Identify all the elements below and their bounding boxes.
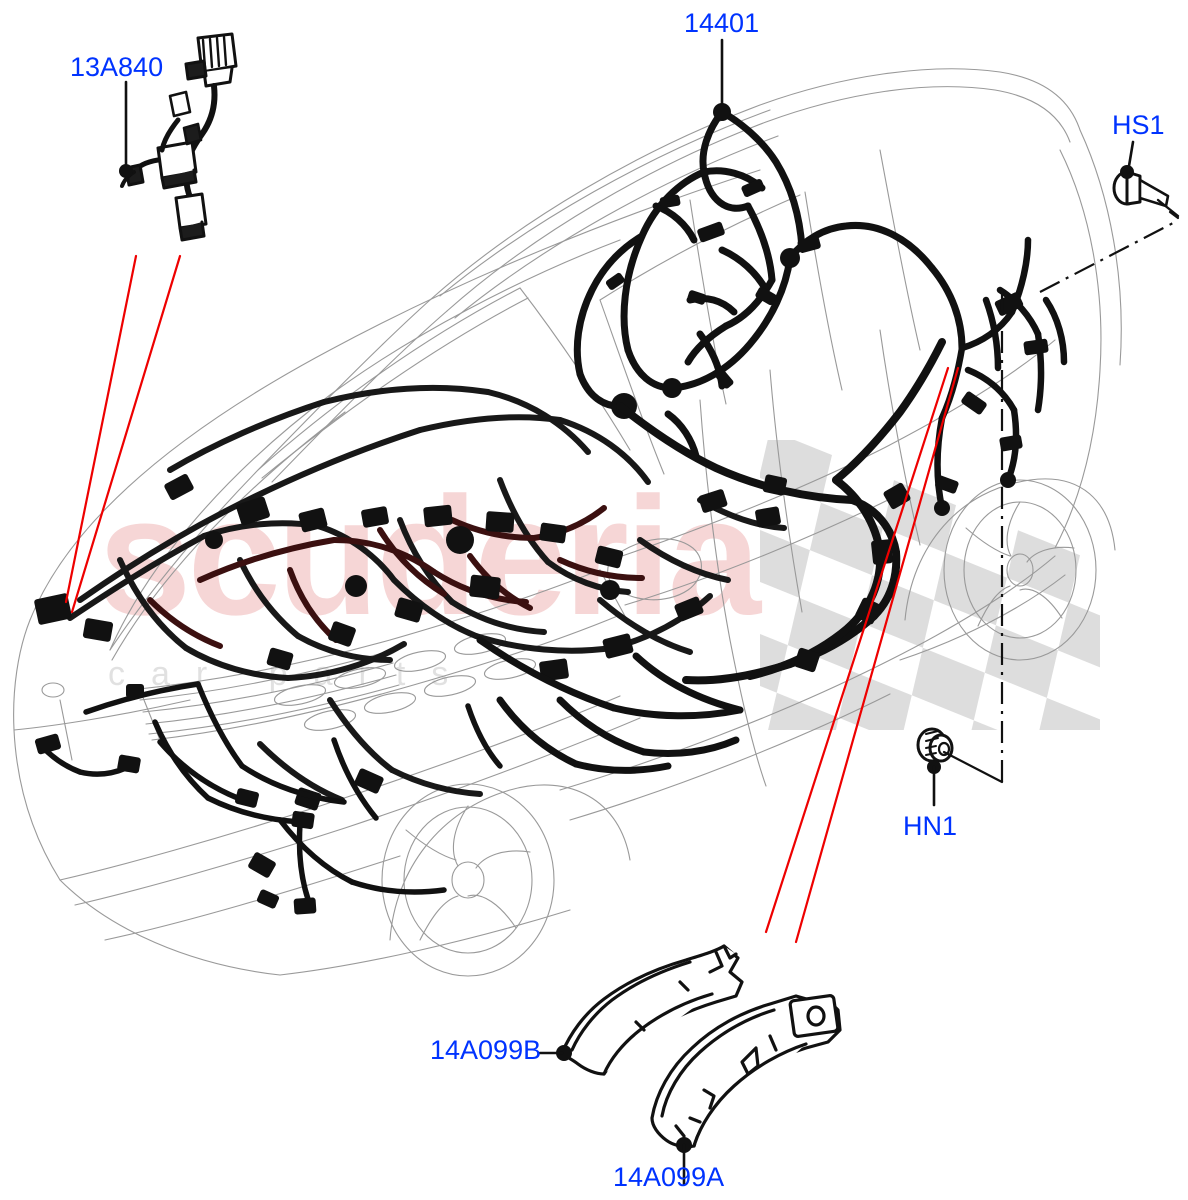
callout-label-14A099B[interactable]: 14A099B [430,1035,542,1065]
callout-label-14A099A[interactable]: 14A099A [613,1162,725,1192]
red-leader-lines [64,254,960,944]
harness-tunnel [476,636,744,774]
harness-engine-bay [67,384,787,803]
vehicle-body-outline [13,68,1122,977]
callout-label-14401[interactable]: 14401 [684,8,760,38]
harness-engine-bay-connectors [34,474,781,878]
part-14A099A-artwork [650,994,842,1149]
callout-label-HN1[interactable]: HN1 [903,811,958,841]
part-HS1-screw-artwork [1112,165,1180,218]
part-14A099B-artwork [560,944,744,1076]
dash-dot-centerlines [1000,221,1176,782]
part-HN1-nut-artwork [916,727,954,774]
centerline-connectors [942,210,1180,784]
checkered-flag-watermark [760,440,1100,730]
callout-label-HS1[interactable]: HS1 [1112,110,1165,140]
leader-line-dots [119,104,730,178]
leader-lines [124,38,1135,1186]
harness-front-bumper-connectors [34,684,317,915]
part-14A099B-anchor-dot [556,1045,572,1061]
callout-label-13A840[interactable]: 13A840 [70,52,164,82]
